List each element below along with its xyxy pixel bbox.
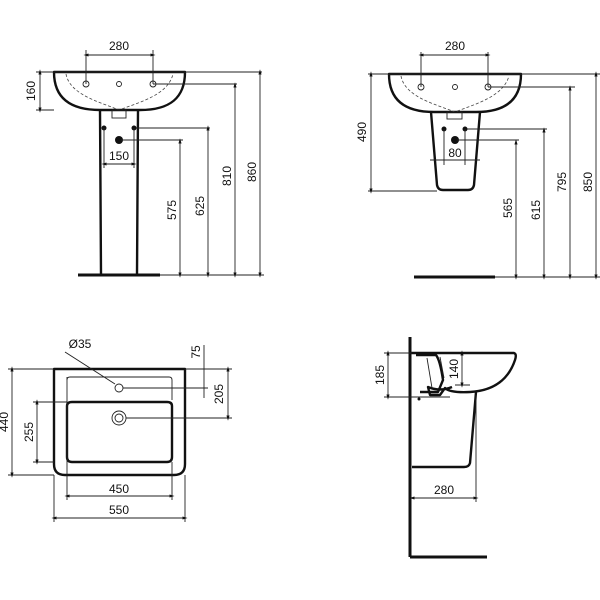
dim-hole-spacing: 80	[448, 146, 462, 160]
dim-tap-hole-offset: 75	[189, 345, 203, 359]
dim-waste-height: 575	[165, 200, 179, 220]
drain-inner	[114, 413, 124, 423]
front-view-pedestal: 280 160 150 575 625 810 860	[24, 39, 264, 278]
dim-supply-height: 625	[193, 196, 207, 216]
dim-bowl-height: 140	[447, 359, 461, 379]
semi-pedestal-outline	[429, 111, 482, 192]
basin-profile	[410, 351, 517, 397]
front-view-semi-pedestal: 280 490 80 565 615 795 850	[355, 39, 600, 280]
drain-outer	[111, 410, 127, 426]
dim-basin-height: 160	[24, 81, 38, 101]
dim-total-height: 850	[581, 172, 595, 192]
dim-tap-spacing: 280	[445, 39, 465, 53]
dim-tap-hole-diameter: Ø35	[69, 337, 92, 351]
dim-width: 550	[109, 503, 129, 517]
basin-outline	[52, 367, 187, 477]
plan-view: Ø35 75 205 440 255 450 550	[0, 337, 232, 522]
dim-bowl-depth: 255	[22, 422, 36, 442]
dim-tap-height: 810	[220, 166, 234, 186]
dim-supply-height: 615	[529, 200, 543, 220]
basin-outline	[387, 72, 523, 114]
leader-line	[64, 351, 116, 385]
dim-pedestal-projection: 280	[434, 483, 454, 497]
pedestal-outline	[98, 109, 140, 276]
basin-outline	[52, 70, 187, 112]
dim-semi-pedestal-height: 490	[355, 122, 369, 142]
dim-depth: 440	[0, 412, 11, 432]
dim-tap-spacing: 280	[109, 39, 129, 53]
side-view: 185 140 280	[373, 337, 517, 559]
dim-drain-offset: 205	[212, 384, 226, 404]
dim-total-height: 860	[245, 162, 259, 182]
dim-tap-height: 795	[555, 172, 569, 192]
semi-pedestal-profile	[412, 391, 478, 469]
tap-hole	[114, 383, 124, 393]
dim-bowl-width: 450	[109, 482, 129, 496]
dim-rim-height: 185	[373, 365, 387, 385]
dim-hole-spacing: 150	[109, 149, 129, 163]
bowl-outline	[65, 400, 174, 464]
dim-waste-height: 565	[501, 198, 515, 218]
